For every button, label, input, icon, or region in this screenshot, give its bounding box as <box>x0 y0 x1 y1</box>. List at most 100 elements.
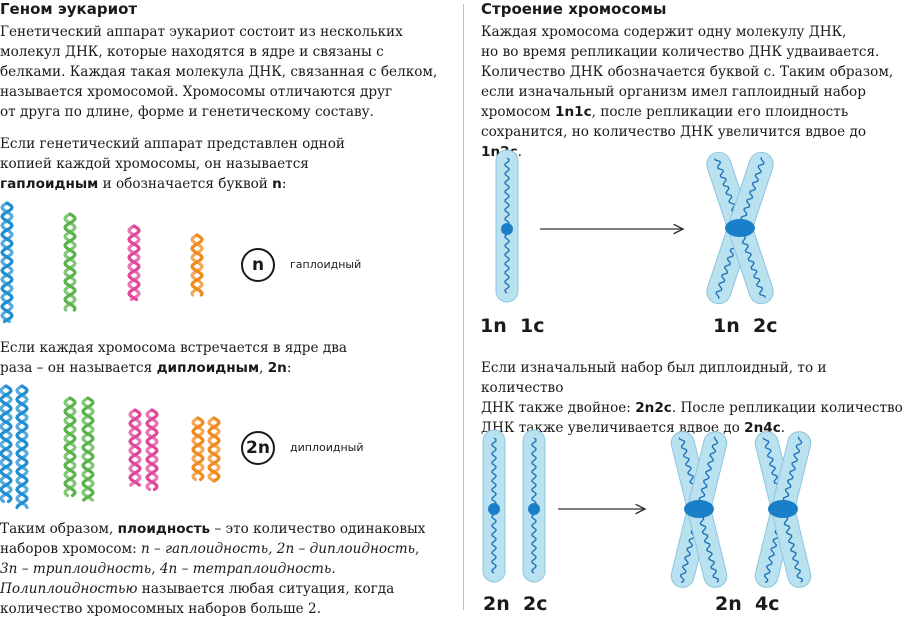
centromere <box>725 219 755 237</box>
dna-strand <box>782 436 803 502</box>
helix-strand <box>127 224 141 302</box>
text-fragment: . <box>517 144 522 160</box>
diploid-definition: Если каждая хромосома встречается в ядре… <box>0 338 347 378</box>
helix-strand <box>63 396 77 498</box>
helix-strand <box>207 416 221 483</box>
centromere <box>501 223 513 235</box>
dna-helix-icon <box>15 384 29 510</box>
helix-strand <box>191 416 205 482</box>
helix-strand <box>63 212 77 312</box>
diploid-badge: 2n <box>241 431 275 465</box>
text-fragment: хромосом <box>481 104 556 120</box>
symbol-2n: 2n <box>267 360 287 376</box>
label-2n4c: 2n 4c <box>715 593 780 615</box>
text-line: Если генетический аппарат представлен од… <box>0 136 345 152</box>
formula-2n2c: 2n2c <box>635 400 672 416</box>
text-line: количество хромосомных наборов больше 2. <box>0 601 322 617</box>
helix-strand <box>63 212 77 312</box>
genome-intro-line: молекул ДНК, которые находятся в ядре и … <box>0 44 384 60</box>
text-fragment: называется любая ситуация, когда <box>137 581 395 597</box>
dna-helix-icon <box>127 224 141 302</box>
helix-strand <box>145 408 159 492</box>
chromosome-intro: Каждая хромосома содержит одну молекулу … <box>481 22 910 162</box>
helix-strand <box>15 384 29 510</box>
text-line: если изначальный организм имел гаплоидны… <box>481 84 866 100</box>
formula-2n4c: 2n4c <box>744 420 781 436</box>
helix-strand <box>191 416 205 482</box>
dna-helix-icon <box>0 384 13 504</box>
dna-strand <box>699 516 720 583</box>
column-divider <box>463 4 464 610</box>
replicated-chromosome-icon <box>706 151 774 305</box>
text-fragment: сохранится, но количество ДНК увеличится… <box>481 124 867 140</box>
text-fragment: , <box>415 541 420 557</box>
diploid-caption: диплоидный <box>290 441 364 454</box>
dna-helix-icon <box>63 396 77 498</box>
helix-strand <box>190 233 204 297</box>
term-diploid: диплоидным <box>156 360 260 376</box>
text-fragment: и обозначается буквой <box>98 176 273 192</box>
text-italic: 4n – тетраплоидность <box>159 561 332 577</box>
helix-strand <box>81 396 95 502</box>
haploid-caption: гаплоидный <box>290 258 362 271</box>
replicated-chromosome-icon <box>670 431 728 588</box>
single-chromosome-icon <box>495 149 519 303</box>
text-line: Если изначальный набор был диплоидный, т… <box>481 360 827 396</box>
term-ploidy: плоидность <box>117 521 211 537</box>
dna-helix-icon <box>145 408 159 492</box>
text-fragment: ДНК также двойное: <box>481 400 636 416</box>
dna-strand <box>740 156 765 221</box>
chromatid-arm <box>688 502 728 588</box>
centromere <box>768 500 798 518</box>
text-fragment: . <box>780 420 786 436</box>
dna-helix-icon <box>81 396 95 502</box>
single-chromosome-icon <box>522 429 546 583</box>
label-2n2c: 2n 2c <box>483 593 548 615</box>
centromere <box>528 503 540 515</box>
text-line: копией каждой хромосомы, он называется <box>0 156 309 172</box>
dna-strand <box>698 436 719 502</box>
dna-helix-icon <box>63 212 77 312</box>
text-line: Количество ДНК обозначается буквой с. Та… <box>481 64 894 80</box>
text-italic: n – гаплоидность, 2n – диплоидность <box>140 541 416 557</box>
text-fragment: – это количество одинаковых <box>210 521 426 537</box>
genome-intro-line: называется хромосомой. Хромосомы отличаю… <box>0 84 393 100</box>
text-fragment: , <box>259 360 268 376</box>
genome-intro-line: от друга по длине, форме и генетическому… <box>0 104 374 120</box>
genome-intro-line: белками. Каждая такая молекула ДНК, связ… <box>0 64 438 80</box>
single-chromosome-icon <box>482 429 506 583</box>
text-fragment: , <box>151 561 160 577</box>
helix-strand <box>15 384 29 510</box>
text-fragment: раза – он называется <box>0 360 157 376</box>
dna-helix-icon <box>191 416 205 482</box>
centromere <box>684 500 714 518</box>
haploid-chromosome-set <box>0 201 204 324</box>
haploid-definition: Если генетический аппарат представлен од… <box>0 134 345 194</box>
diploid-chromosome-set <box>0 384 221 510</box>
term-polyploidy: Полиплоидностью <box>0 581 138 597</box>
label-1n2c: 1n 2c <box>713 315 778 337</box>
haploid-badge: n <box>241 248 275 282</box>
genome-intro: Генетический аппарат эукариот состоит из… <box>0 22 437 122</box>
term-haploid: гаплоидным <box>0 176 99 192</box>
helix-strand <box>128 408 142 487</box>
dna-strand <box>783 516 804 583</box>
centromere <box>488 503 500 515</box>
right-title: Строение хромосомы <box>481 0 667 18</box>
helix-strand <box>190 233 204 297</box>
text-line: но во время репликации количество ДНК уд… <box>481 44 880 60</box>
chromosome-diagrams <box>482 149 812 588</box>
dna-helix-icon <box>0 201 14 324</box>
text-fragment: ДНК также увеличивается вдвое до <box>481 420 745 436</box>
text-italic: 3n – триплоидность <box>0 561 152 577</box>
helix-strand <box>0 384 13 504</box>
dna-strand <box>741 234 766 298</box>
helix-strand <box>81 396 95 502</box>
diploid-replication-text: Если изначальный набор был диплоидный, т… <box>481 358 910 438</box>
helix-strand <box>207 416 221 483</box>
text-line: Каждая хромосома содержит одну молекулу … <box>481 24 847 40</box>
text-fragment: , после репликации его плоидность <box>591 104 849 120</box>
replicated-chromosome-icon <box>754 431 812 588</box>
left-title: Геном эукариот <box>0 0 138 18</box>
